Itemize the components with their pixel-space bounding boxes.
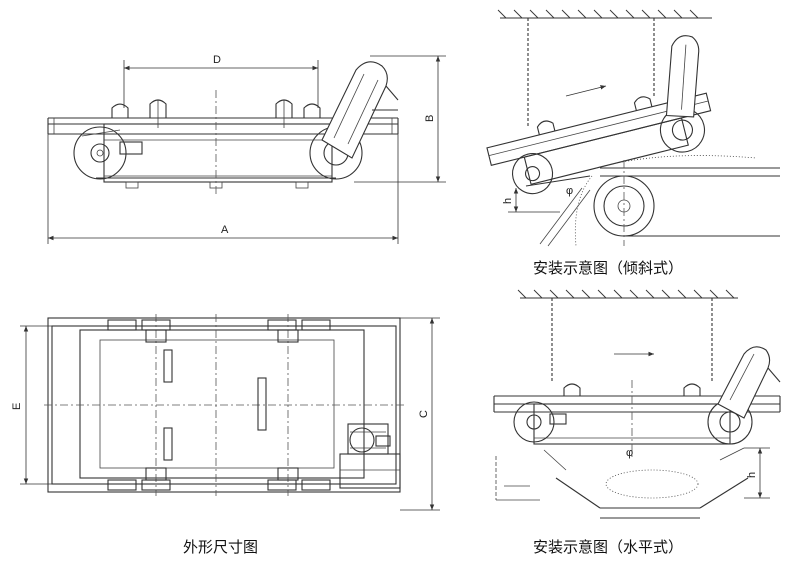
side-elevation-view [47, 55, 446, 244]
horizontal-installation-view: φ [493, 289, 781, 519]
svg-text:φ: φ [566, 185, 573, 197]
dim-label-A: A [221, 224, 229, 236]
caption-install-horizontal: 安装示意图（水平式） [533, 538, 684, 556]
dim-label-C: C [418, 410, 430, 418]
caption-install-inclined: 安装示意图（倾斜式） [533, 259, 684, 277]
dim-label-B: B [424, 115, 436, 122]
plan-view [20, 314, 440, 511]
dim-label-h-inclined: h [502, 198, 514, 204]
inclined-installation-view: φ [486, 9, 780, 247]
svg-text:φ: φ [626, 447, 633, 459]
dim-label-E: E [11, 403, 23, 410]
caption-outline-dimensions: 外形尺寸图 [183, 538, 259, 556]
dim-label-D: D [213, 54, 221, 66]
dim-label-h-horizontal: h [746, 472, 758, 478]
